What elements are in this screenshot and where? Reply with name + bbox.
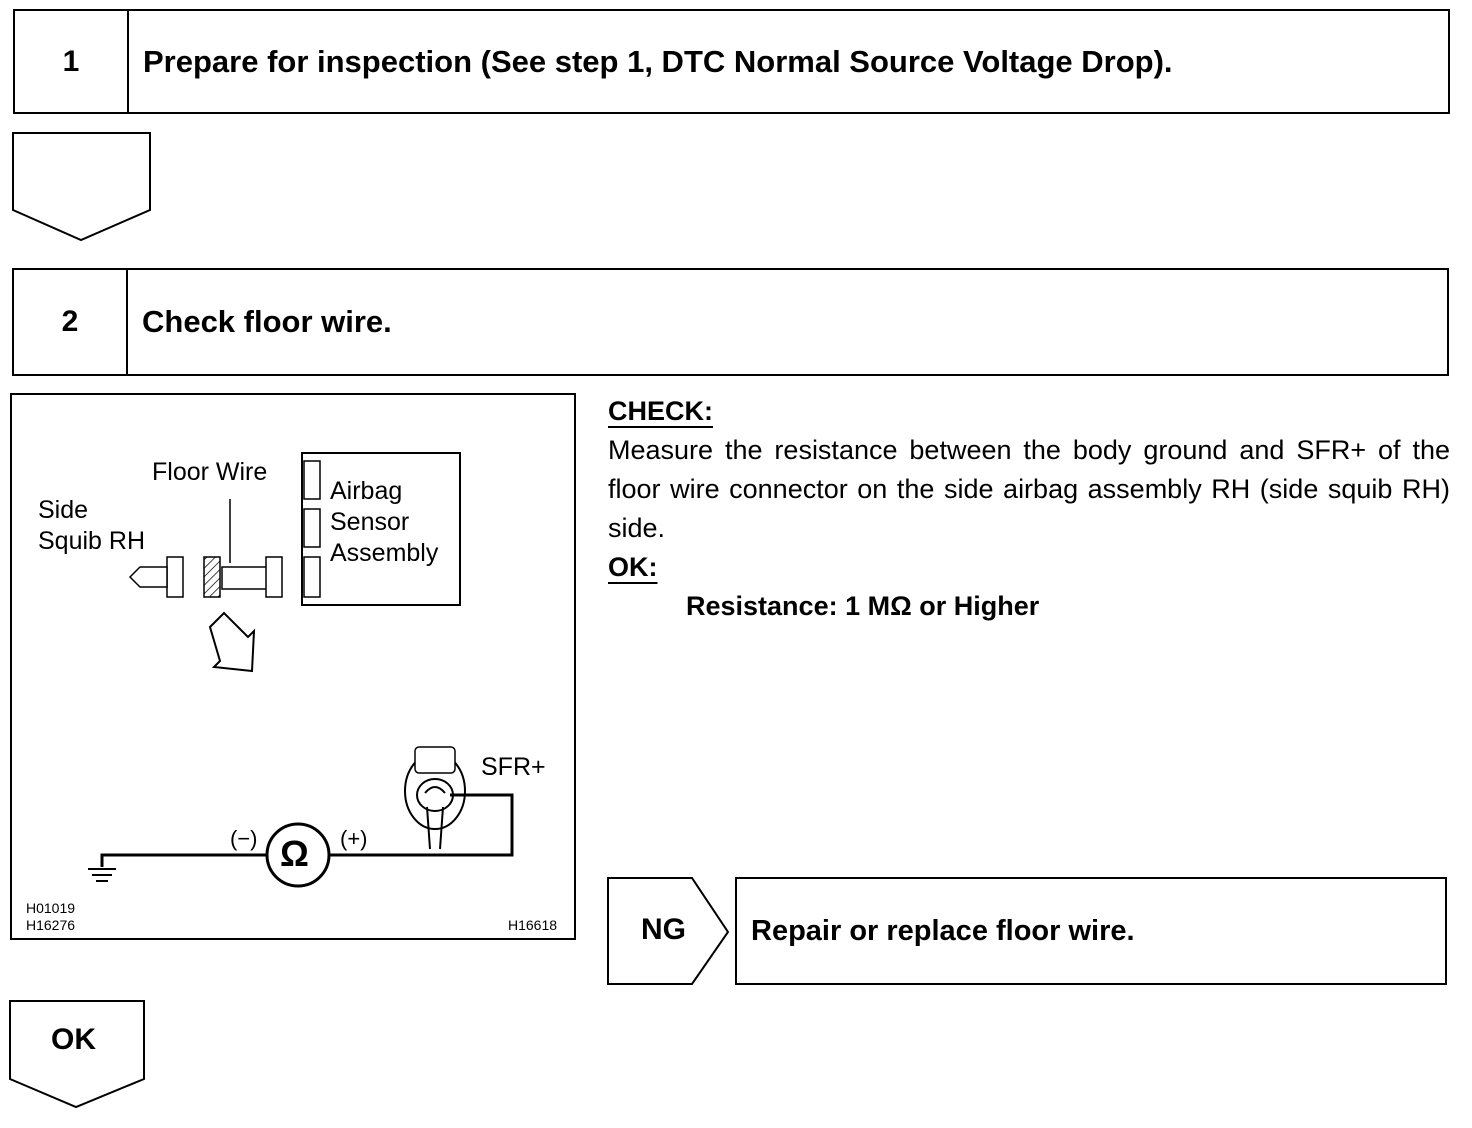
resistance-spec: Resistance: 1 MΩ or Higher	[686, 591, 1040, 621]
flow-arrow-1	[12, 132, 151, 242]
figure-code-3: H16618	[508, 917, 558, 933]
check-instruction: Measure the resistance between the body …	[608, 435, 1450, 543]
ohmmeter-icon: Ω	[280, 833, 309, 874]
sensor-label-line1: Airbag	[330, 477, 403, 505]
side-squib-label-line1: Side	[38, 496, 89, 524]
wiring-diagram: Floor Wire Side Squib RH Airbag Sensor A…	[10, 393, 576, 940]
step-1-title: Prepare for inspection (See step 1, DTC …	[143, 43, 1173, 79]
wiring-illustration	[88, 452, 514, 888]
ng-arrow	[607, 877, 730, 985]
check-heading: CHECK:	[608, 396, 713, 426]
ng-action-box: Repair or replace floor wire.	[735, 877, 1447, 985]
ok-heading: OK:	[608, 552, 658, 582]
step-1-number: 1	[15, 11, 129, 112]
ng-label: NG	[641, 913, 686, 946]
step-2-box: 2 Check floor wire.	[12, 268, 1449, 376]
plus-probe-label: (+)	[340, 826, 368, 851]
sensor-label-line2: Sensor	[330, 508, 410, 536]
figure-code-1: H01019	[26, 900, 76, 916]
minus-probe-label: (−)	[230, 826, 258, 851]
step-2-number: 2	[14, 270, 128, 374]
figure-code-2: H16276	[26, 917, 76, 933]
ok-label: OK	[51, 1023, 96, 1056]
check-section: CHECK: Measure the resistance between th…	[608, 392, 1450, 626]
floor-wire-label: Floor Wire	[152, 458, 268, 486]
sensor-label-line3: Assembly	[330, 539, 439, 567]
ok-arrow	[9, 1000, 145, 1109]
step-1-box: 1 Prepare for inspection (See step 1, DT…	[13, 9, 1450, 114]
side-squib-label-line2: Squib RH	[38, 527, 145, 555]
sfr-terminal-label: SFR+	[481, 753, 546, 781]
step-2-title: Check floor wire.	[142, 304, 392, 339]
